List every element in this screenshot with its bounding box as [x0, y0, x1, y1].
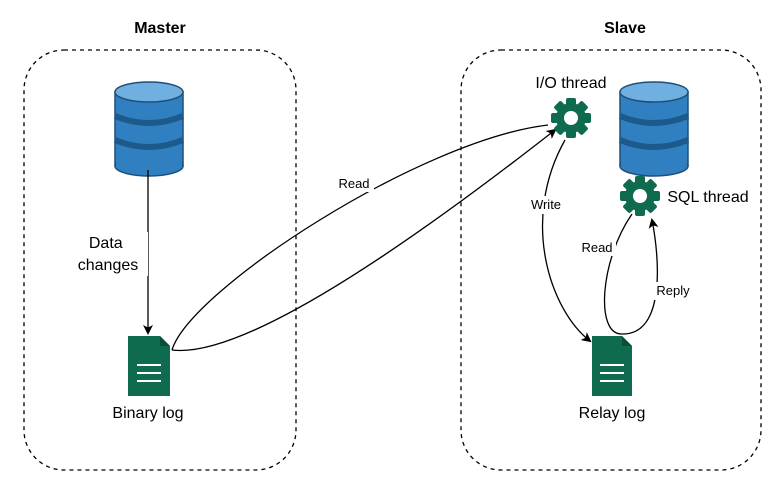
master-title: Master — [134, 20, 186, 37]
slave-container — [460, 49, 762, 471]
data-changes-label: Data changes — [78, 235, 139, 274]
binary-log-document-icon — [128, 336, 170, 396]
sql-read-path — [603, 213, 633, 335]
read-label: Read — [338, 176, 369, 191]
master-container — [23, 49, 297, 471]
sql-thread-gear-icon — [620, 176, 660, 216]
write-label: Write — [531, 197, 561, 212]
master-database-icon — [113, 81, 185, 177]
reply-label: Reply — [656, 283, 690, 298]
io-thread-gear-icon — [551, 98, 591, 138]
reply-path — [621, 218, 659, 335]
slave-title: Slave — [604, 20, 646, 37]
read-path-return — [171, 128, 557, 352]
slave-database-icon — [618, 81, 690, 177]
binary-log-label: Binary log — [112, 405, 183, 422]
write-path — [541, 139, 592, 343]
read-path-outbound — [171, 124, 549, 351]
io-thread-label: I/O thread — [535, 75, 606, 92]
relay-log-label: Relay log — [579, 405, 646, 422]
relay-log-document-icon — [592, 336, 632, 396]
sql-read-label: Read — [581, 240, 612, 255]
sql-thread-label: SQL thread — [667, 189, 748, 206]
